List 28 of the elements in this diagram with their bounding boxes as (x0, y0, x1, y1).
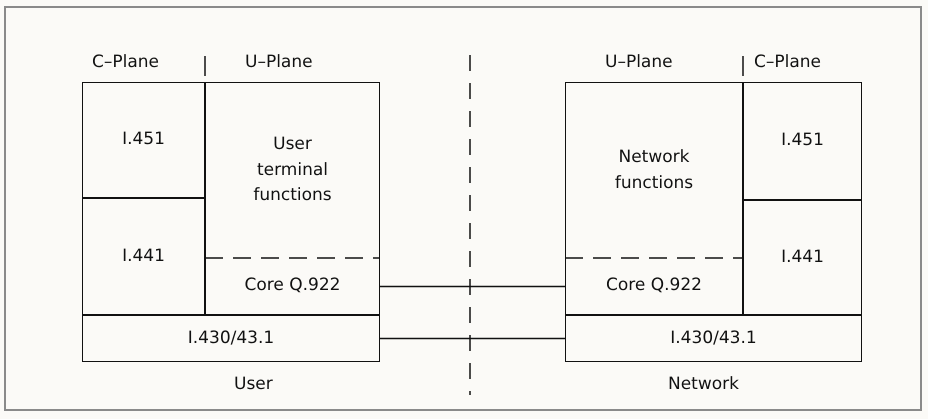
layer-label: I.430/43.1 (188, 326, 274, 350)
layer-label: I.441 (781, 246, 824, 269)
layer-box (565, 82, 743, 258)
layer-box (205, 258, 380, 315)
connector-line (380, 338, 565, 340)
layer-label: I.441 (122, 244, 165, 268)
plane-heading: U–Plane (245, 52, 313, 72)
layer-box (205, 82, 380, 258)
plane-heading: C–Plane (92, 52, 159, 72)
side-label: User (234, 374, 273, 394)
layer-label: Core Q.922 (244, 274, 340, 298)
layer-box (743, 82, 862, 200)
layer-box (565, 258, 743, 315)
layer-box (82, 198, 205, 315)
plane-heading: C–Plane (754, 52, 821, 72)
plane-heading: U–Plane (605, 52, 673, 72)
layer-label: I.451 (122, 128, 165, 152)
side-label: Network (668, 374, 739, 394)
connector-line (380, 286, 565, 288)
layer-box (743, 200, 862, 315)
layer-label: User terminal functions (252, 133, 333, 208)
layer-label: I.430/43.1 (670, 326, 757, 350)
layer-box (82, 82, 205, 198)
layer-box (82, 315, 380, 362)
layer-label: Network functions (614, 146, 694, 194)
layer-label: I.451 (781, 129, 824, 152)
layer-box (565, 315, 862, 362)
layer-label: Core Q.922 (606, 274, 702, 298)
